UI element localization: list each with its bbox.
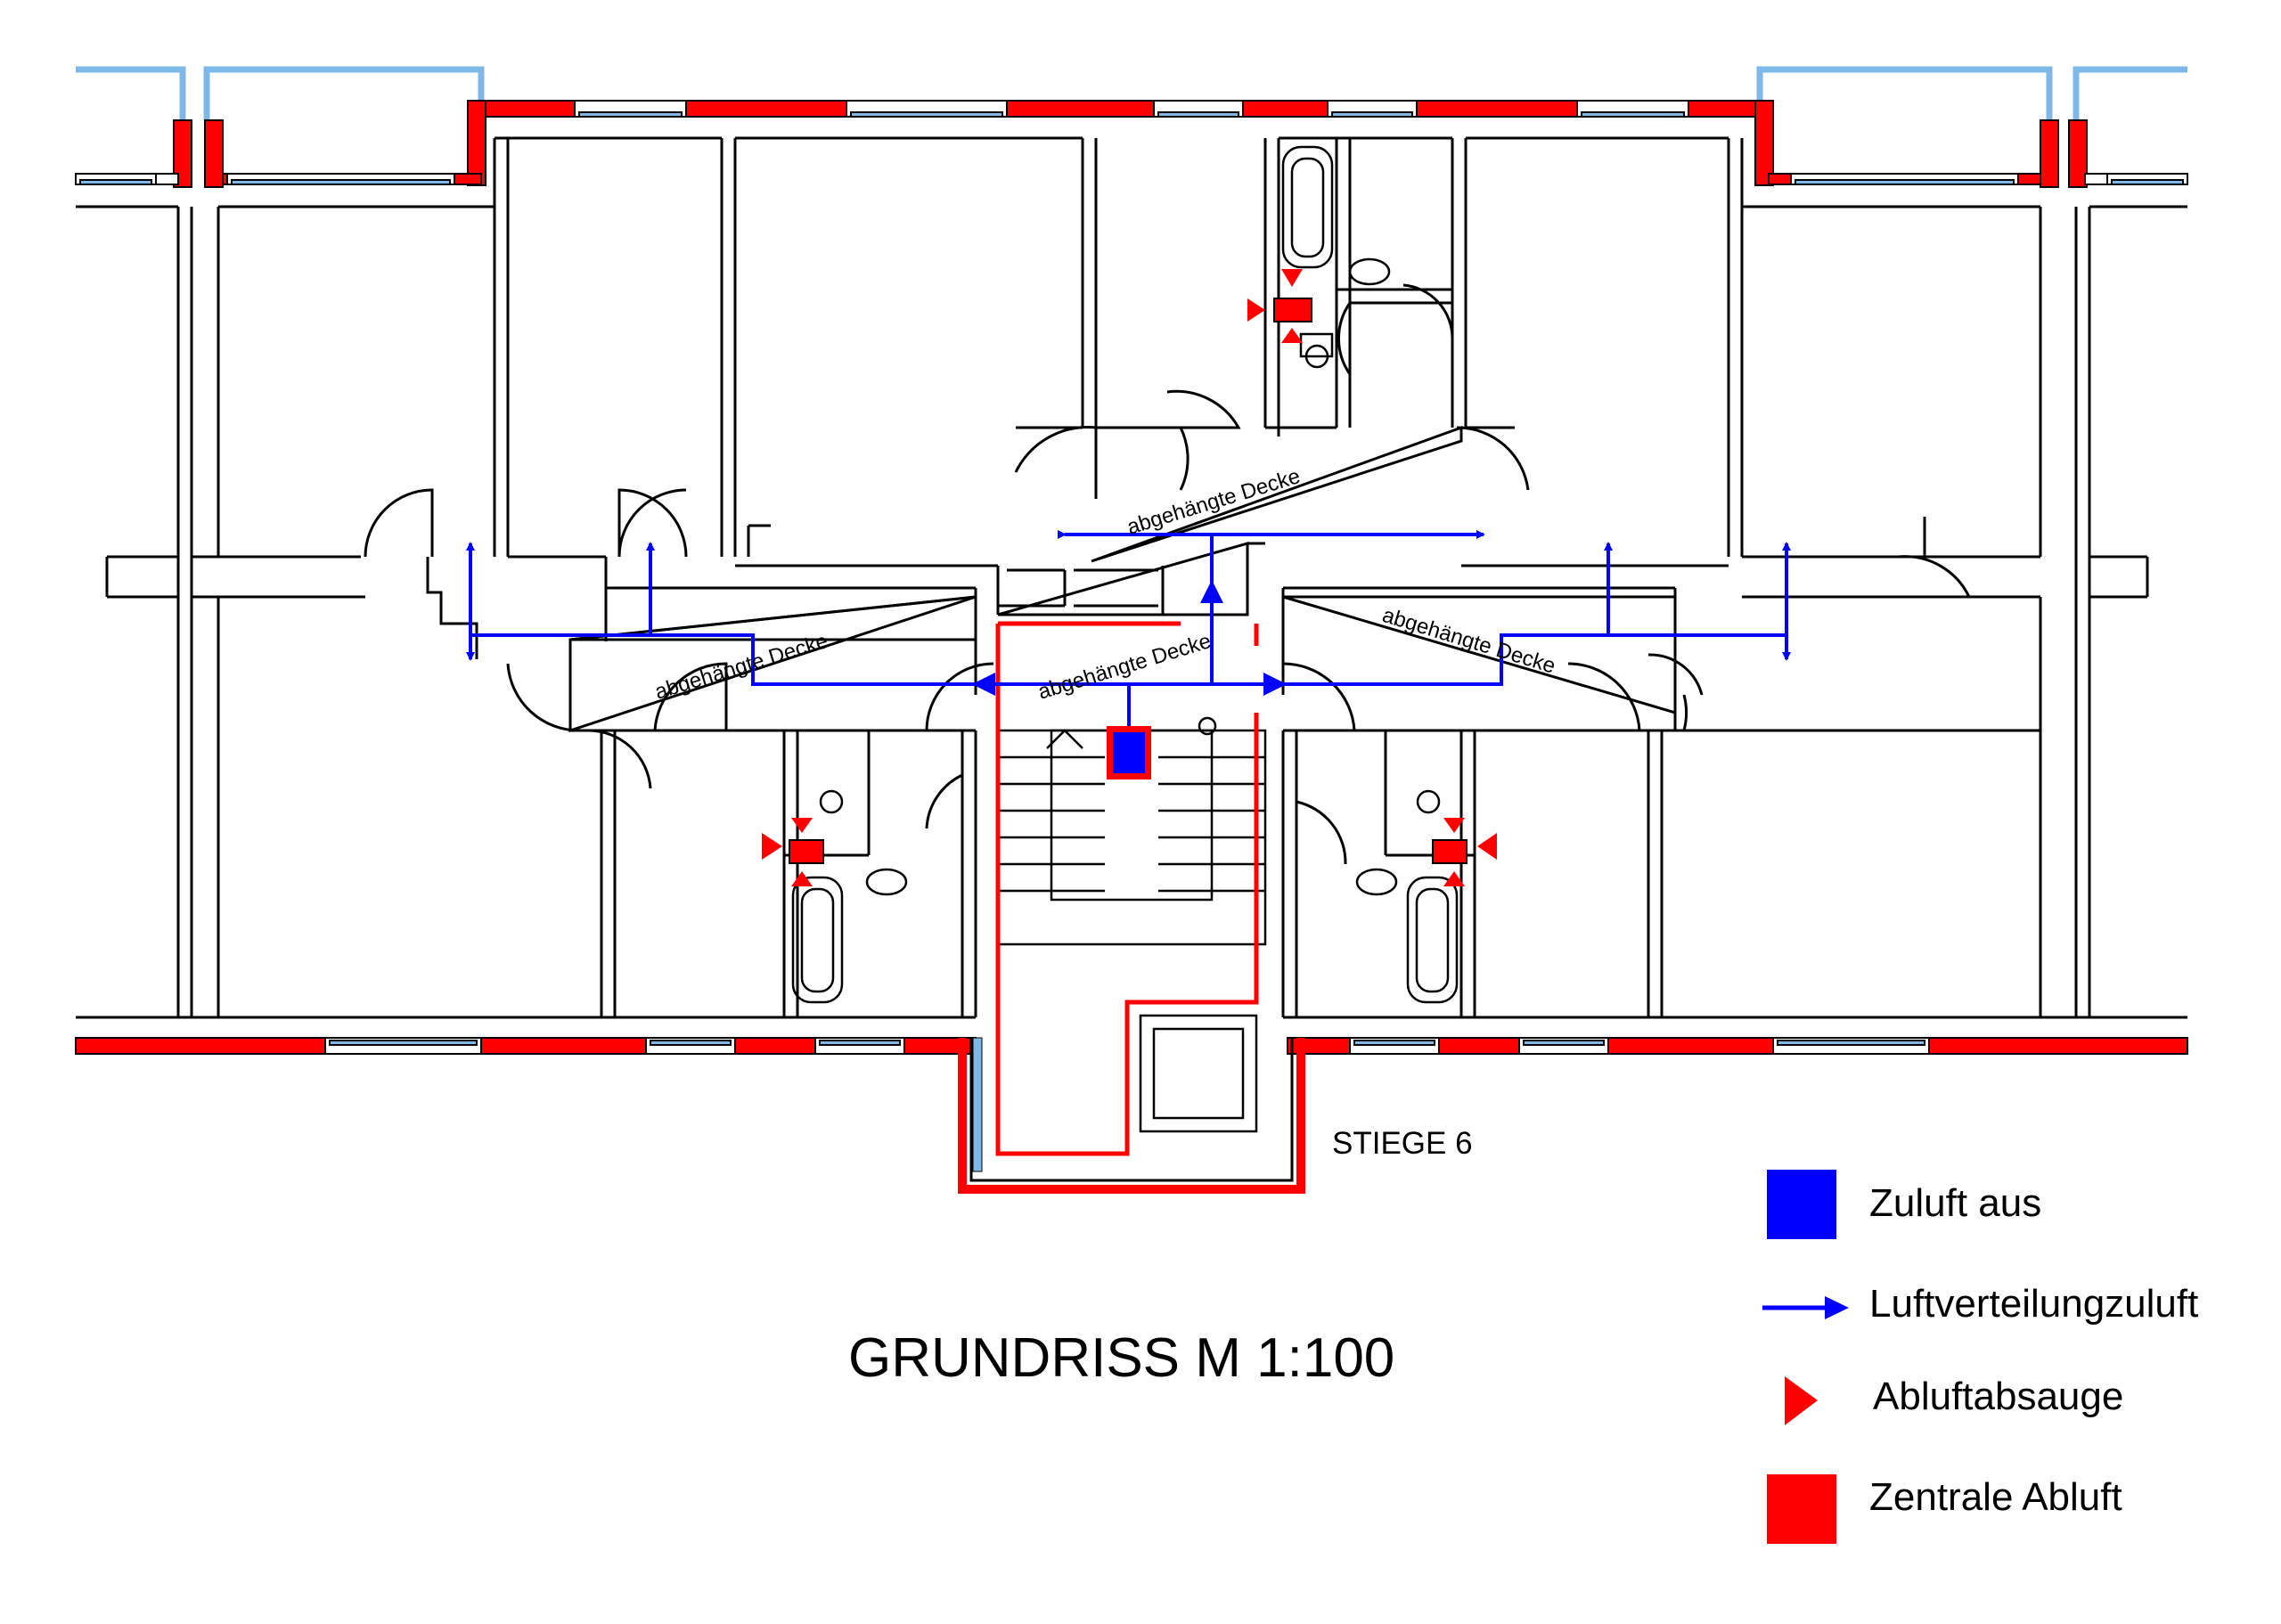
legend: Zuluft aus Luftverteilungzuluft Abluftab… [1762, 1170, 2198, 1544]
exhaust-triangles [762, 269, 1497, 886]
fixtures [791, 145, 1459, 1004]
legend-supply-icon [1767, 1170, 1836, 1239]
legend-central-label: Zentrale Abluft [1869, 1475, 2122, 1519]
balconies [76, 66, 2187, 120]
supply-ducts [466, 530, 1791, 726]
ceiling-label-center: abgehängte Decke [1035, 629, 1214, 705]
staircase [996, 716, 1267, 1133]
central-exhaust [789, 298, 1468, 864]
plan-title: GRUNDRISS M 1:100 [848, 1327, 1394, 1389]
legend-extraction-icon [1785, 1376, 1818, 1425]
doors [364, 283, 1971, 865]
interior-walls [76, 136, 2187, 1019]
ceiling-diagonals [568, 425, 1677, 733]
legend-distribution-icon [1762, 1296, 1849, 1319]
stair-red-walls [995, 621, 1259, 1156]
ceiling-label-right: abgehängte Decke [1379, 603, 1558, 679]
staircase-label: STIEGE 6 [1332, 1126, 1473, 1161]
legend-central-icon [1767, 1474, 1836, 1544]
windows [75, 100, 2188, 1055]
legend-extraction-label: Abluftabsauge [1873, 1375, 2123, 1418]
supply-outlet [1107, 726, 1151, 779]
legend-distribution-label: Luftverteilungzuluft [1869, 1282, 2198, 1326]
exterior-walls [75, 100, 2188, 1194]
legend-supply-label: Zuluft aus [1869, 1181, 2041, 1225]
